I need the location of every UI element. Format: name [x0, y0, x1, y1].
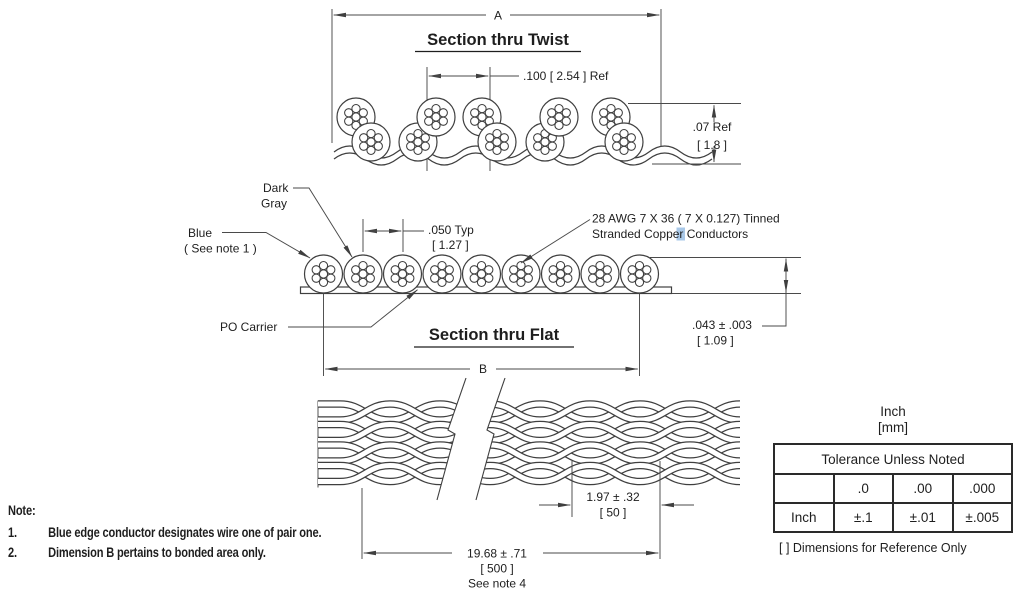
dim-flat-pitch-in: .050 Typ — [428, 223, 474, 237]
twist-wire-cross-sections — [336, 97, 644, 162]
reference-footnote: [ ] Dimensions for Reference Only — [779, 541, 967, 555]
conductor-leader-line — [520, 219, 591, 264]
po-carrier-leader-line — [288, 289, 418, 328]
label-dark-gray-line2: Gray — [261, 197, 287, 211]
note-item-1: 1. Blue edge conductor designates wire on… — [8, 525, 322, 540]
braid-view-drawing: 1.97 ± .32 [ 50 ] 19.68 ± .71 [ 500 ] Se… — [318, 377, 740, 591]
units-inch: Inch — [880, 404, 906, 419]
dim-bond-length-note: See note 4 — [468, 577, 526, 591]
dim-twist-length-in: 1.97 ± .32 — [586, 490, 640, 504]
precision-tenth: .0 — [832, 473, 894, 504]
dim-thickness-mm: [ 1.09 ] — [697, 334, 734, 348]
tolerance-table-header: Tolerance Unless Noted — [773, 443, 1013, 475]
note-item-2: 2. Dimension B pertains to bonded area on… — [8, 545, 321, 560]
dim-a-label: A — [494, 9, 502, 23]
dim-flat-pitch-mm: [ 1.27 ] — [432, 238, 469, 252]
note-number: 2. — [8, 545, 17, 560]
tol-thousandth: ±.005 — [951, 502, 1013, 533]
label-blue-line1: Blue — [188, 226, 212, 240]
precision-hundredth: .00 — [892, 473, 954, 504]
empty-cell — [773, 473, 835, 504]
label-po-carrier: PO Carrier — [220, 320, 277, 334]
dark-gray-leader-line — [293, 187, 353, 258]
braided-pairs — [318, 404, 740, 482]
text-highlight — [676, 227, 685, 241]
dim-twist-pitch: .100 [ 2.54 ] Ref — [523, 69, 609, 83]
twist-wave-bottom — [333, 152, 713, 166]
note-text: Blue edge conductor designates wire one … — [48, 525, 322, 540]
row-label-inch: Inch — [773, 502, 835, 533]
label-conductor-line1: 28 AWG 7 X 36 ( 7 X 0.127) Tinned — [592, 212, 780, 226]
label-blue-line2: ( See note 1 ) — [184, 242, 257, 256]
twist-wave-top — [333, 145, 713, 159]
flat-section-title: Section thru Flat — [429, 326, 560, 344]
dim-twist-height-in: .07 Ref — [693, 120, 732, 134]
blue-leader-line — [222, 232, 311, 259]
flat-wire-cross-sections — [303, 254, 660, 294]
twist-section-drawing: A .100 [ 2.54 ] Ref .07 Ref [ 1.8 ] Sect… — [331, 9, 741, 171]
note-text: Dimension B pertains to bonded area only… — [48, 545, 266, 560]
precision-thousandth: .000 — [951, 473, 1013, 504]
note-number: 1. — [8, 525, 17, 540]
label-dark-gray-line1: Dark — [263, 181, 289, 195]
notes-block: Note: 1. Blue edge conductor designates w… — [8, 503, 322, 565]
label-conductor-line2: Stranded Copper Conductors — [592, 227, 748, 241]
dim-thickness-in: .043 ± .003 — [692, 318, 752, 332]
tolerance-values-row: Inch ±.1 ±.01 ±.005 — [773, 502, 1013, 533]
tolerance-block: Inch [mm] Tolerance Unless Noted .0 .00 … — [773, 404, 1013, 555]
dim-b-label: B — [479, 362, 487, 376]
units-label: Inch [mm] — [773, 404, 1013, 436]
twist-section-title: Section thru Twist — [427, 31, 569, 49]
dim-twist-length-mm: [ 50 ] — [600, 506, 627, 520]
dim-bond-length-in: 19.68 ± .71 — [467, 547, 527, 561]
break-symbol — [436, 377, 506, 501]
tolerance-precision-row: .0 .00 .000 — [773, 473, 1013, 504]
units-mm: [mm] — [878, 420, 908, 435]
tol-hundredth: ±.01 — [892, 502, 954, 533]
dim-bond-length-mm: [ 500 ] — [480, 562, 513, 576]
tol-tenth: ±.1 — [832, 502, 894, 533]
tolerance-table: Tolerance Unless Noted .0 .00 .000 Inch … — [773, 443, 1013, 533]
notes-heading: Note: — [8, 503, 36, 518]
dim-twist-height-mm: [ 1.8 ] — [697, 138, 727, 152]
flat-section-drawing: .050 Typ [ 1.27 ] Dark Gray Blue ( See n… — [184, 181, 801, 376]
